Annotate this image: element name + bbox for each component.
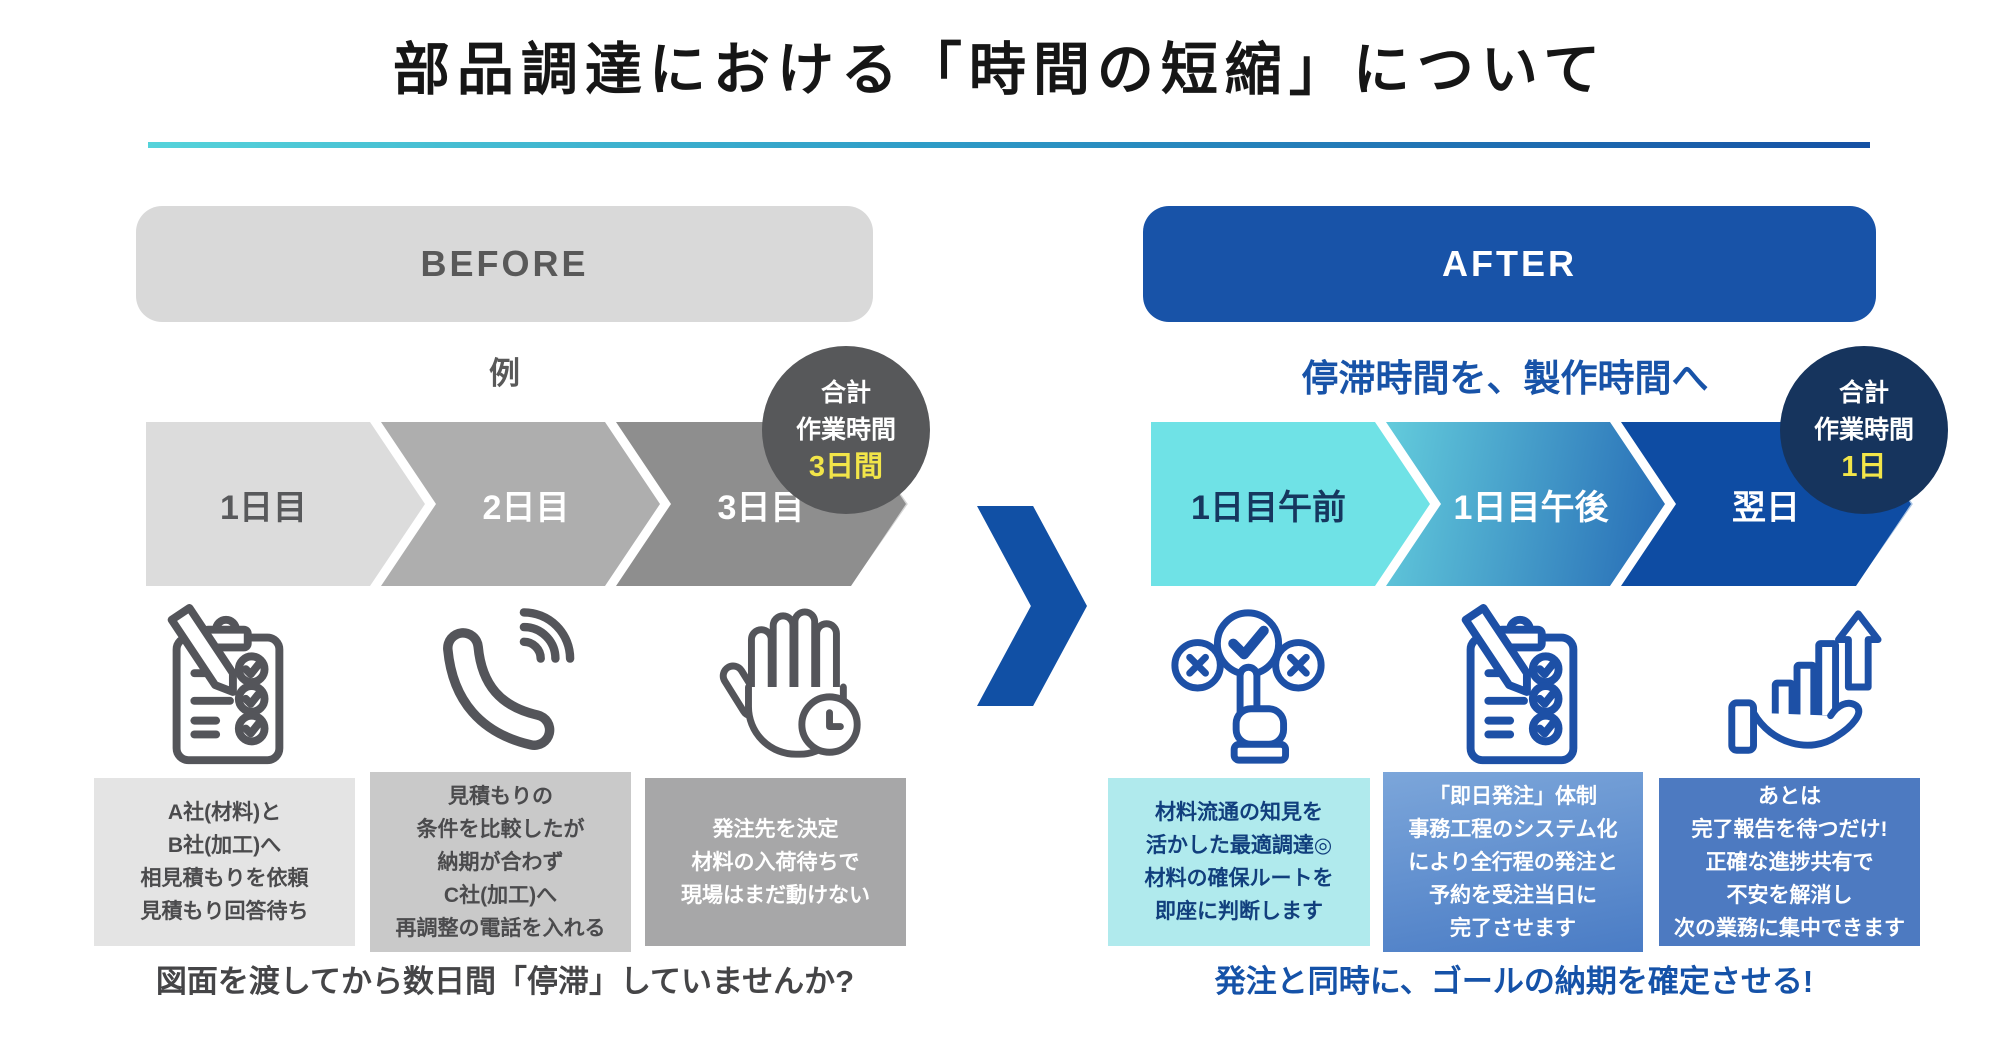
badge-value: 1日 (1841, 450, 1887, 483)
card-text: 発注先を決定 材料の入荷待ちで 現場はまだ動けない (681, 817, 870, 907)
phone-call-icon (443, 608, 575, 750)
badge-line: 合計 (820, 378, 871, 407)
before-card-2: 見積もりの 条件を比較したが 納期が合わず C社(加工)へ 再調整の電話を入れる (370, 772, 631, 952)
after-step-label: 1日目午後 (1453, 488, 1609, 527)
after-header: AFTER (1143, 206, 1876, 322)
growth-hand-icon (1728, 610, 1882, 754)
card-text: あとは 完了報告を待つだけ! 正確な進捗共有で 不安を解消し 次の業務に集中でき… (1674, 784, 1905, 940)
card-text: A社(材料)と B社(加工)へ 相見積もりを依頼 見積もり回答待ち (140, 801, 309, 923)
after-step-chevron-1: 1日目午前 (1151, 422, 1441, 586)
card-text: 材料流通の知見を 活かした最適調達◎ 材料の確保ルートを 即座に判断します (1144, 801, 1334, 923)
after-step-label: 翌日 (1732, 488, 1800, 527)
page-title: 部品調達における「時間の短縮」について (392, 38, 1608, 102)
before-step-chevron-1: 1日目 (146, 422, 436, 586)
before-step-chevron-2: 2日目 (381, 422, 671, 586)
after-card-2: 「即日発注」体制 事務工程のシステム化 により全行程の発注と 予約を受注当日に … (1383, 772, 1643, 952)
badge-value: 3日間 (808, 450, 884, 483)
badge-line: 作業時間 (1813, 415, 1914, 444)
before-step-label: 3日目 (717, 488, 805, 527)
stop-hand-clock-icon (719, 608, 861, 758)
after-step-chevron-2: 1日目午後 (1386, 422, 1676, 586)
best-choice-icon (1171, 609, 1325, 764)
after-caption: 発注と同時に、ゴールの納期を確定させる! (1214, 964, 1814, 999)
after-card-1: 材料流通の知見を 活かした最適調達◎ 材料の確保ルートを 即座に判断します (1108, 778, 1370, 946)
before-example-label: 例 (489, 356, 520, 391)
after-step-label: 1日目午前 (1191, 488, 1346, 527)
before-card-1: A社(材料)と B社(加工)へ 相見積もりを依頼 見積もり回答待ち (94, 778, 355, 946)
title-underline (148, 142, 1870, 148)
after-subtitle: 停滞時間を、製作時間へ (1301, 358, 1709, 399)
before-timeline: 1日目 2日目 3日目 (146, 422, 910, 586)
card-text: 見積もりの 条件を比較したが 納期が合わず C社(加工)へ 再調整の電話を入れる (395, 784, 606, 940)
clipboard-checklist-icon (1461, 604, 1578, 765)
before-step-label: 2日目 (482, 488, 570, 527)
before-step-label: 1日目 (220, 488, 307, 527)
badge-line: 作業時間 (795, 415, 896, 444)
badge-line: 合計 (1838, 378, 1889, 407)
before-card-3: 発注先を決定 材料の入荷待ちで 現場はまだ動けない (645, 778, 906, 946)
card-text: 「即日発注」体制 事務工程のシステム化 により全行程の発注と 予約を受注当日に … (1408, 784, 1618, 940)
before-caption: 図面を渡してから数日間「停滞」していませんか? (155, 964, 855, 999)
after-total-time-badge: 合計 作業時間 1日 (1780, 346, 1948, 514)
clipboard-checklist-icon (167, 604, 284, 765)
after-card-3: あとは 完了報告を待つだけ! 正確な進捗共有で 不安を解消し 次の業務に集中でき… (1659, 778, 1920, 946)
before-total-time-badge: 合計 作業時間 3日間 (762, 346, 930, 514)
before-header: BEFORE (136, 206, 873, 322)
transition-arrow-icon (977, 506, 1087, 706)
